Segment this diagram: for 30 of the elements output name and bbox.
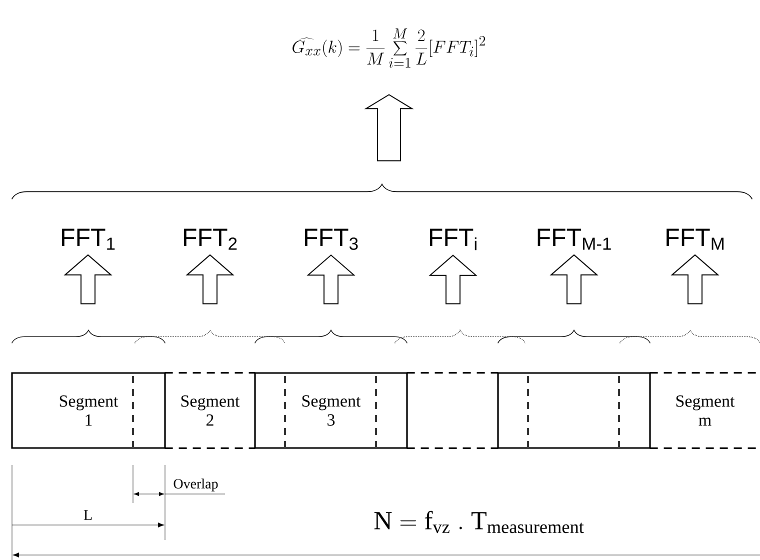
segment-box: Segment 2 (164, 372, 256, 449)
brace (11, 330, 166, 344)
brace (11, 184, 753, 200)
block-arrow (64, 254, 112, 304)
empty-segment-box (406, 372, 498, 449)
dimension-label: L (84, 510, 92, 520)
fft-label: FFT$_{2}$ (184, 228, 237, 250)
segment-box: Segment 1 (11, 372, 166, 449)
fft-label: FFT$_{1}$ (62, 228, 115, 250)
block-arrow (550, 254, 598, 304)
brace (254, 330, 408, 344)
equation: $\mathrm{N}=\mathrm{f}_{\mathrm{vz}}\;.\;\mathrm{T}_{\mathrm{measurement}}$ (374, 510, 584, 534)
dimension-label: Overlap (174, 478, 218, 492)
fft-label: FFT$_{M-1}$ (538, 228, 611, 250)
empty-segment-box (497, 372, 651, 449)
block-arrow (306, 254, 356, 304)
fft-label: FFT$_{3}$ (305, 228, 358, 250)
brace (394, 330, 526, 344)
brace (619, 330, 760, 344)
segment-box: Segment 3 (254, 372, 408, 449)
block-arrow (670, 254, 720, 304)
block-arrow (186, 254, 234, 304)
block-arrow (364, 94, 414, 162)
fft-label: FFT$_{i}$ (430, 228, 476, 250)
segment-box: Segment m (650, 372, 760, 449)
block-arrow (428, 254, 478, 304)
fft-label: FFT$_{M}$ (666, 228, 724, 250)
formula: $\widehat{G_{xx}}(k)=\frac{1}{M}\sum_{i=1}^{M}\frac{2}{L}[FFT_i]^2$ (292, 28, 486, 68)
brace (134, 330, 286, 344)
brace (497, 330, 651, 344)
